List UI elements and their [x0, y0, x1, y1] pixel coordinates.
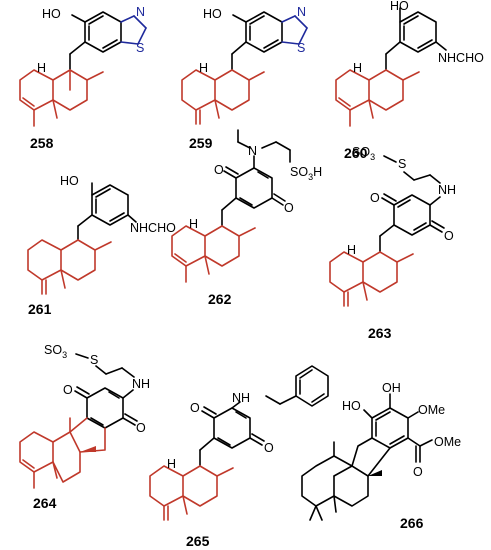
compound-262: O O N SO3H H 262: [171, 129, 322, 307]
compound-id: 263: [368, 325, 392, 341]
compound-id: 266: [400, 515, 424, 531]
compound-259: HO N S H 259: [181, 5, 308, 151]
h-stereo-label: H: [347, 243, 356, 257]
h-stereo-label: H: [199, 61, 208, 75]
sulfonic-acid-label: SO3H: [290, 165, 322, 182]
compound-id: 262: [208, 291, 232, 307]
hydroxyl-label: HO: [42, 7, 61, 21]
carbonyl-o-label: O: [190, 401, 200, 415]
amine-nh-label: NH: [132, 377, 150, 391]
amine-nh-label: NH: [438, 183, 456, 197]
nitrogen-label: N: [297, 5, 306, 19]
compound-id: 261: [28, 301, 52, 317]
carbonyl-o-label: O: [264, 441, 274, 455]
nitrogen-label: N: [136, 5, 145, 19]
h-stereo-label: H: [189, 217, 198, 231]
carbonyl-o-label: O: [444, 229, 454, 243]
compound-258: HO N S H 258: [19, 5, 147, 151]
compound-266: HO OH OMe O OMe 266: [301, 381, 461, 531]
hydroxyl-label: HO: [342, 399, 361, 413]
carbonyl-o-label: O: [413, 465, 423, 479]
compound-id: 265: [186, 533, 210, 549]
formamide-label: NHCHO: [130, 221, 176, 235]
compound-263: O O NH S SO3 H 263: [329, 145, 456, 341]
sulfonate-label: SO3: [352, 145, 375, 162]
sulfur-label: S: [297, 41, 305, 55]
sulfur-label: S: [90, 353, 98, 367]
carbonyl-o-label: O: [63, 383, 73, 397]
carbonyl-o-label: O: [284, 201, 294, 215]
hydroxyl-label: OH: [382, 381, 401, 395]
compound-id: 258: [30, 135, 54, 151]
h-stereo-label: H: [167, 457, 176, 471]
h-stereo-label: H: [353, 61, 362, 75]
hydroxyl-label: HO: [390, 0, 409, 13]
hydroxyl-label: HO: [60, 174, 79, 188]
compound-id: 260: [344, 145, 368, 161]
compound-260: HO NHCHO H 260: [335, 0, 484, 161]
amine-n-label: N: [248, 144, 257, 158]
compound-id: 259: [189, 135, 213, 151]
sulfur-label: S: [398, 157, 406, 171]
amine-nh-label: NH: [232, 391, 250, 405]
methoxy-label: OMe: [418, 403, 445, 417]
sulfur-label: S: [136, 41, 144, 55]
h-stereo-label: H: [37, 61, 46, 75]
compound-265: NH O O H 265: [149, 365, 329, 549]
carbonyl-o-label: O: [136, 421, 146, 435]
compound-261: HO NHCHO 261: [27, 174, 176, 317]
formamide-label: NHCHO: [438, 51, 484, 65]
hydroxyl-label: HO: [203, 7, 222, 21]
sulfonate-label: SO3: [44, 343, 67, 360]
carbonyl-o-label: O: [214, 163, 224, 177]
compound-264: O O NH S SO3 264: [19, 343, 150, 511]
carbonyl-o-label: O: [370, 191, 380, 205]
ester-ome-label: OMe: [434, 435, 461, 449]
compound-id: 264: [33, 495, 57, 511]
